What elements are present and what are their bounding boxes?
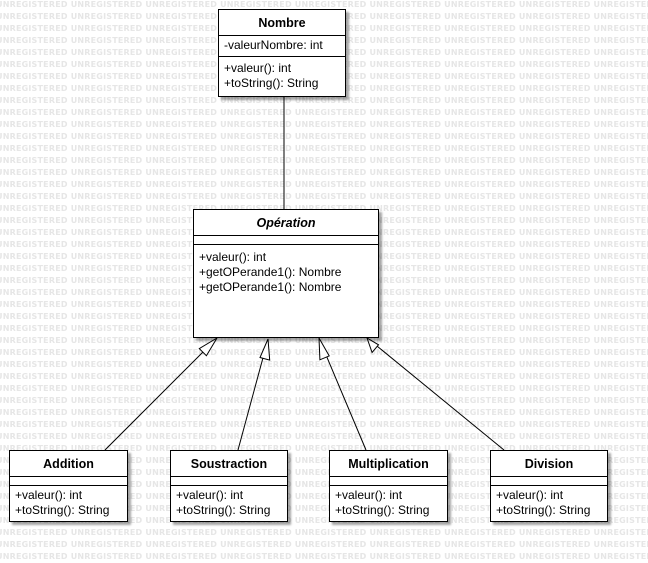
class-operation-name: Opération <box>194 210 378 236</box>
class-operation-operation: +getOPerande1(): Nombre <box>199 280 342 294</box>
class-operation-operation: +valeur(): int <box>199 250 267 264</box>
class-addition-operations: +valeur(): int +toString(): String <box>10 486 127 520</box>
class-addition-operation: +toString(): String <box>15 503 110 517</box>
class-division-attributes <box>491 477 607 486</box>
generalization-multiplication-line <box>323 350 367 451</box>
class-division-operation: +toString(): String <box>496 503 591 517</box>
class-soustraction-operations: +valeur(): int +toString(): String <box>171 486 287 520</box>
class-multiplication-attributes <box>330 477 447 486</box>
class-addition-operation: +valeur(): int <box>15 488 83 502</box>
class-soustraction-attributes <box>171 477 287 486</box>
class-nombre-name: Nombre <box>219 10 345 36</box>
class-addition[interactable]: Addition +valeur(): int +toString(): Str… <box>9 450 128 522</box>
class-soustraction-operation: +toString(): String <box>176 503 271 517</box>
generalization-addition-arrowhead <box>198 337 218 357</box>
class-division-operation: +valeur(): int <box>496 488 564 502</box>
class-multiplication[interactable]: Multiplication +valeur(): int +toString(… <box>329 450 448 522</box>
class-nombre[interactable]: Nombre -valeurNombre: int +valeur(): int… <box>218 9 346 97</box>
generalization-soustraction-arrowhead <box>259 338 271 361</box>
class-soustraction-name: Soustraction <box>171 451 287 477</box>
class-soustraction-operation: +valeur(): int <box>176 488 244 502</box>
class-operation-operations: +valeur(): int +getOPerande1(): Nombre +… <box>194 245 378 297</box>
class-nombre-operations: +valeur(): int +toString(): String <box>219 57 345 93</box>
class-nombre-attributes: -valeurNombre: int <box>219 36 345 57</box>
class-operation[interactable]: Opération +valeur(): int +getOPerande1()… <box>193 209 379 338</box>
generalization-multiplication-arrowhead <box>318 337 330 361</box>
class-division-operations: +valeur(): int +toString(): String <box>491 486 607 520</box>
class-multiplication-operation: +toString(): String <box>335 503 430 517</box>
generalization-division-line <box>376 345 505 451</box>
class-multiplication-operation: +valeur(): int <box>335 488 403 502</box>
class-division[interactable]: Division +valeur(): int +toString(): Str… <box>490 450 608 522</box>
class-soustraction[interactable]: Soustraction +valeur(): int +toString():… <box>170 450 288 522</box>
class-multiplication-name: Multiplication <box>330 451 447 477</box>
class-addition-name: Addition <box>10 451 127 477</box>
class-operation-operation: +getOPerande1(): Nombre <box>199 265 342 279</box>
generalization-addition-line <box>104 346 209 451</box>
class-nombre-operation: +valeur(): int <box>224 61 292 75</box>
class-nombre-attribute: -valeurNombre: int <box>224 38 323 52</box>
class-nombre-operation: +toString(): String <box>224 76 319 90</box>
generalization-division-arrowhead <box>366 336 380 354</box>
class-operation-attributes <box>194 236 378 245</box>
class-division-name: Division <box>491 451 607 477</box>
generalization-soustraction-line <box>237 350 266 451</box>
class-multiplication-operations: +valeur(): int +toString(): String <box>330 486 447 520</box>
class-addition-attributes <box>10 477 127 486</box>
